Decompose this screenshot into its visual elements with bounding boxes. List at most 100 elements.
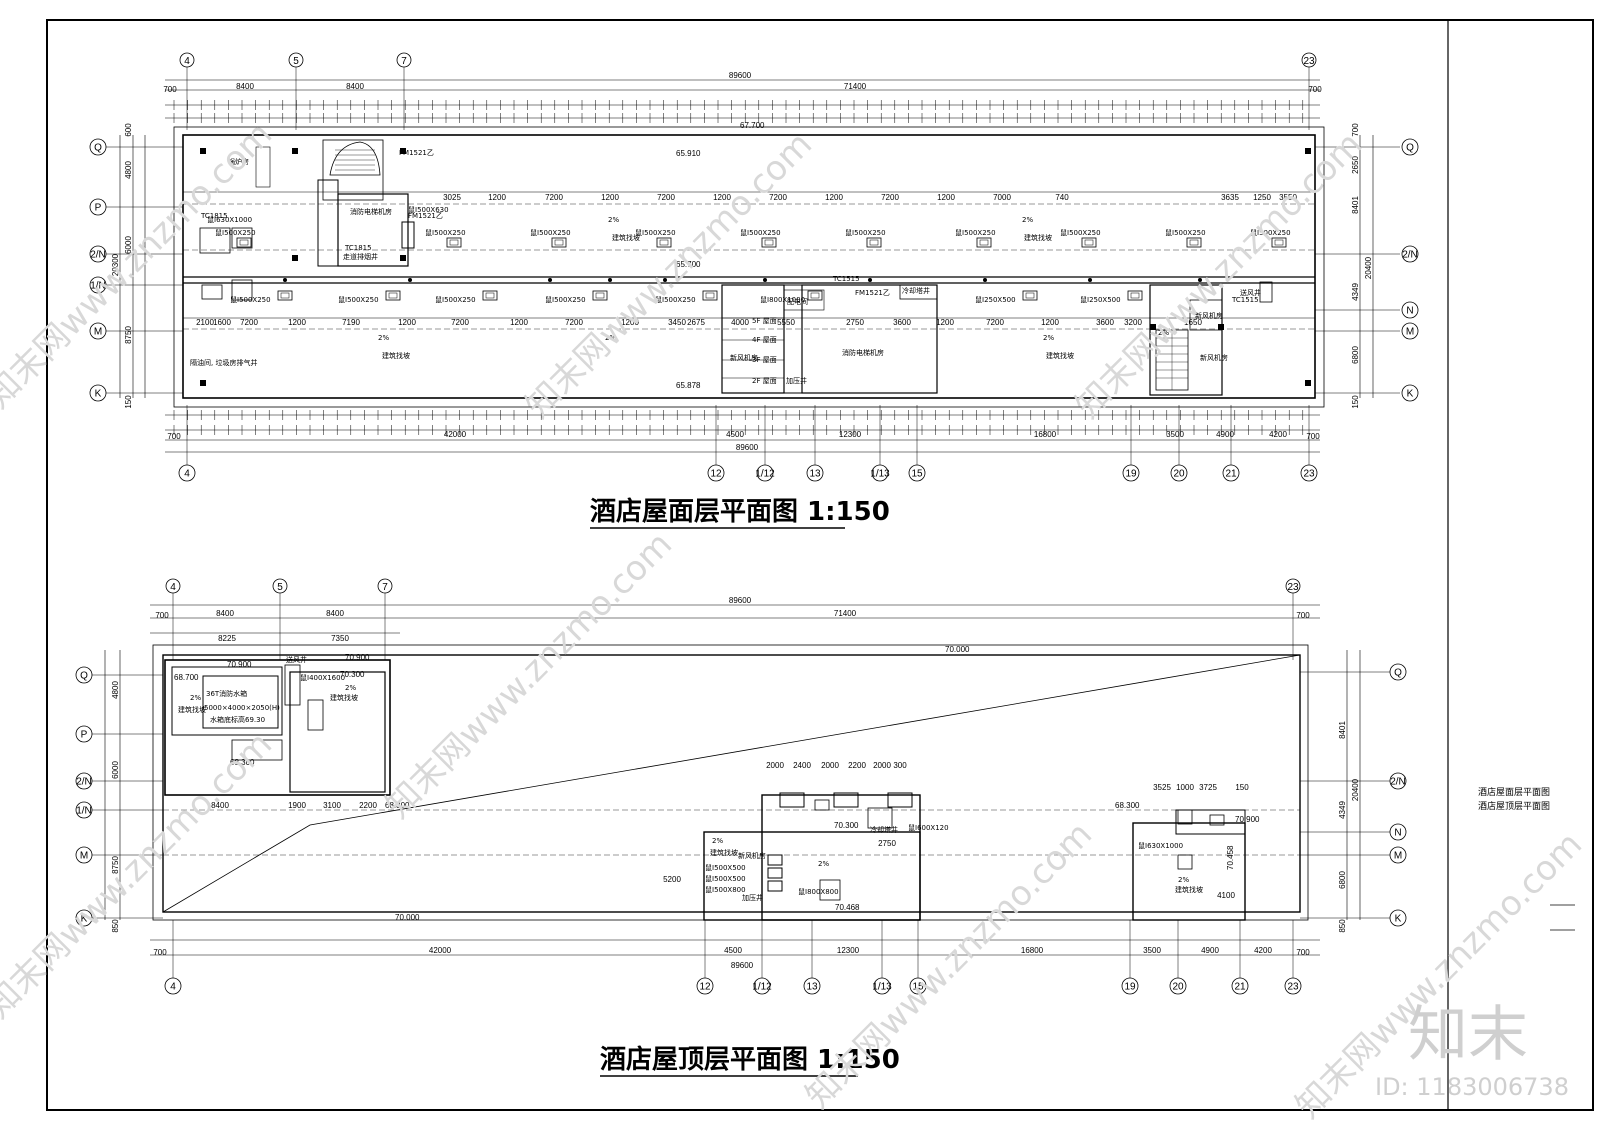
drain-point bbox=[763, 278, 767, 282]
svg-text:23: 23 bbox=[1303, 469, 1315, 480]
axis-bubble: Q bbox=[89, 138, 107, 156]
roof-edge bbox=[182, 134, 1316, 399]
inner-dim: 3025 bbox=[443, 193, 461, 202]
svg-text:23: 23 bbox=[1303, 56, 1315, 67]
axis-bubble: 1/12 bbox=[755, 464, 775, 482]
svg-text:K: K bbox=[1395, 914, 1402, 925]
svg-text:M: M bbox=[94, 327, 102, 338]
inner-dim: 7200 bbox=[657, 193, 675, 202]
svg-text:2%: 2% bbox=[608, 216, 619, 224]
dim-top: 8400 bbox=[346, 82, 364, 91]
inner-dim: 7200 bbox=[769, 193, 787, 202]
svg-text:700: 700 bbox=[153, 948, 167, 957]
roof-plan: 89600 8400 8400 71400 700 700 4 5 7 23 bbox=[89, 52, 1419, 529]
svg-text:70.900: 70.900 bbox=[227, 660, 252, 669]
svg-text:4: 4 bbox=[170, 982, 176, 993]
duct-symbol: 鼠I500X250 bbox=[1165, 228, 1206, 248]
svg-text:23: 23 bbox=[1287, 982, 1299, 993]
svg-text:12: 12 bbox=[710, 469, 722, 480]
axis-bubble: 1/N bbox=[75, 801, 93, 819]
inner-dim: 4100 bbox=[1217, 891, 1235, 900]
svg-text:TC1815: TC1815 bbox=[344, 244, 372, 252]
inner-dim: 3600 bbox=[1096, 318, 1114, 327]
svg-text:4: 4 bbox=[170, 582, 176, 593]
inner-dim: 3100 bbox=[323, 801, 341, 810]
svg-text:8401: 8401 bbox=[1338, 721, 1347, 739]
axis-bubble: M bbox=[1401, 322, 1419, 340]
dim-bottom: 16800 bbox=[1034, 430, 1057, 439]
axis-bubble: K bbox=[75, 909, 93, 927]
watermark-id: ID: 1183006738 bbox=[1375, 1073, 1569, 1101]
svg-text:4349: 4349 bbox=[1338, 801, 1347, 819]
inner-dim: 5200 bbox=[663, 875, 681, 884]
svg-text:20: 20 bbox=[1173, 469, 1185, 480]
svg-text:知末网www.znzmo.com: 知末网www.znzmo.com bbox=[0, 724, 280, 1026]
inner-dim: 2750 bbox=[846, 318, 864, 327]
inner-dim: 3725 bbox=[1199, 783, 1217, 792]
svg-text:150: 150 bbox=[1351, 395, 1360, 409]
duct-label: 鼠I500X250 bbox=[955, 228, 996, 237]
axis-bubble: 13 bbox=[806, 464, 824, 482]
inner-dim: 8400 bbox=[211, 801, 229, 810]
axis-bubble: 20 bbox=[1169, 977, 1187, 995]
axis-bubble: 23 bbox=[1285, 578, 1301, 660]
axis-bubble: 4 bbox=[164, 977, 182, 995]
inner-dim: 3450 bbox=[668, 318, 686, 327]
duct-label: 鼠I500X250 bbox=[1250, 228, 1291, 237]
axis-bubble: 20 bbox=[1170, 464, 1188, 482]
drain-point bbox=[408, 278, 412, 282]
duct-label: 鼠I500X250 bbox=[740, 228, 781, 237]
inner-dim: 7190 bbox=[342, 318, 360, 327]
axis-bubble: 2/N bbox=[1389, 772, 1407, 790]
svg-text:70.000: 70.000 bbox=[395, 913, 420, 922]
svg-text:1/13: 1/13 bbox=[872, 982, 892, 993]
svg-text:M: M bbox=[1394, 851, 1402, 862]
axis-bubble: Q bbox=[1389, 663, 1407, 681]
inner-dim: 2675 bbox=[687, 318, 705, 327]
axis-bubble: Q bbox=[75, 666, 93, 684]
inner-dim: 150 bbox=[1235, 783, 1249, 792]
duct-symbol: 鼠I500X250 bbox=[435, 290, 498, 304]
axis-bubble: 1/N bbox=[89, 276, 107, 294]
svg-text:15: 15 bbox=[912, 982, 924, 993]
axis-bubble: M bbox=[1389, 846, 1407, 864]
svg-text:4500: 4500 bbox=[724, 946, 742, 955]
svg-text:8750: 8750 bbox=[111, 856, 120, 874]
inner-dim: 3550 bbox=[1279, 193, 1297, 202]
dim-top: 8400 bbox=[236, 82, 254, 91]
axis-bubble: 1/12 bbox=[752, 977, 772, 995]
dim-bottom: 4900 bbox=[1216, 430, 1234, 439]
drain-point bbox=[608, 278, 612, 282]
axis-bubble: 4 bbox=[179, 52, 195, 130]
inner-dim: 1200 bbox=[510, 318, 528, 327]
svg-text:700: 700 bbox=[155, 611, 169, 620]
left-axes: QP2/N1/NMK bbox=[75, 666, 163, 927]
top-plan-title: 酒店屋顶层平面图 1:150 bbox=[600, 1045, 900, 1075]
watermark: 知末网www.znzmo.com 知末网www.znzmo.com 知末网www… bbox=[0, 114, 1590, 1126]
svg-text:21: 21 bbox=[1225, 469, 1237, 480]
drain-point bbox=[283, 278, 287, 282]
svg-text:水箱底标高69.30: 水箱底标高69.30 bbox=[210, 715, 265, 724]
svg-text:700: 700 bbox=[1351, 123, 1360, 137]
duct-label: 鼠I500X250 bbox=[530, 228, 571, 237]
svg-text:2%: 2% bbox=[1158, 329, 1169, 337]
inner-dim: 1200 bbox=[713, 193, 731, 202]
top-dimension-ticks bbox=[173, 100, 1304, 123]
left-axes: QP2/N1/NMK bbox=[89, 138, 183, 402]
svg-text:12300: 12300 bbox=[837, 946, 860, 955]
svg-text:鼠I500X500: 鼠I500X500 bbox=[705, 874, 746, 883]
top-plan: 89600 8400 8400 71400 8225 7350 700 700 … bbox=[75, 578, 1407, 1077]
inner-dim: 1200 bbox=[1041, 318, 1059, 327]
drain-point bbox=[548, 278, 552, 282]
room-label: 新风机房 bbox=[730, 353, 758, 362]
svg-text:2%: 2% bbox=[1178, 876, 1189, 884]
svg-text:建筑找坡: 建筑找坡 bbox=[1046, 351, 1074, 360]
svg-text:1/12: 1/12 bbox=[755, 469, 775, 480]
svg-text:6800: 6800 bbox=[1351, 346, 1360, 364]
svg-text:知末网www.znzmo.com: 知末网www.znzmo.com bbox=[798, 814, 1100, 1116]
svg-text:FM1521乙: FM1521乙 bbox=[408, 212, 443, 220]
inner-dim: 7200 bbox=[565, 318, 583, 327]
axis-bubble: 15 bbox=[909, 977, 927, 995]
svg-text:70.300: 70.300 bbox=[340, 670, 365, 679]
drain-point bbox=[1198, 278, 1202, 282]
